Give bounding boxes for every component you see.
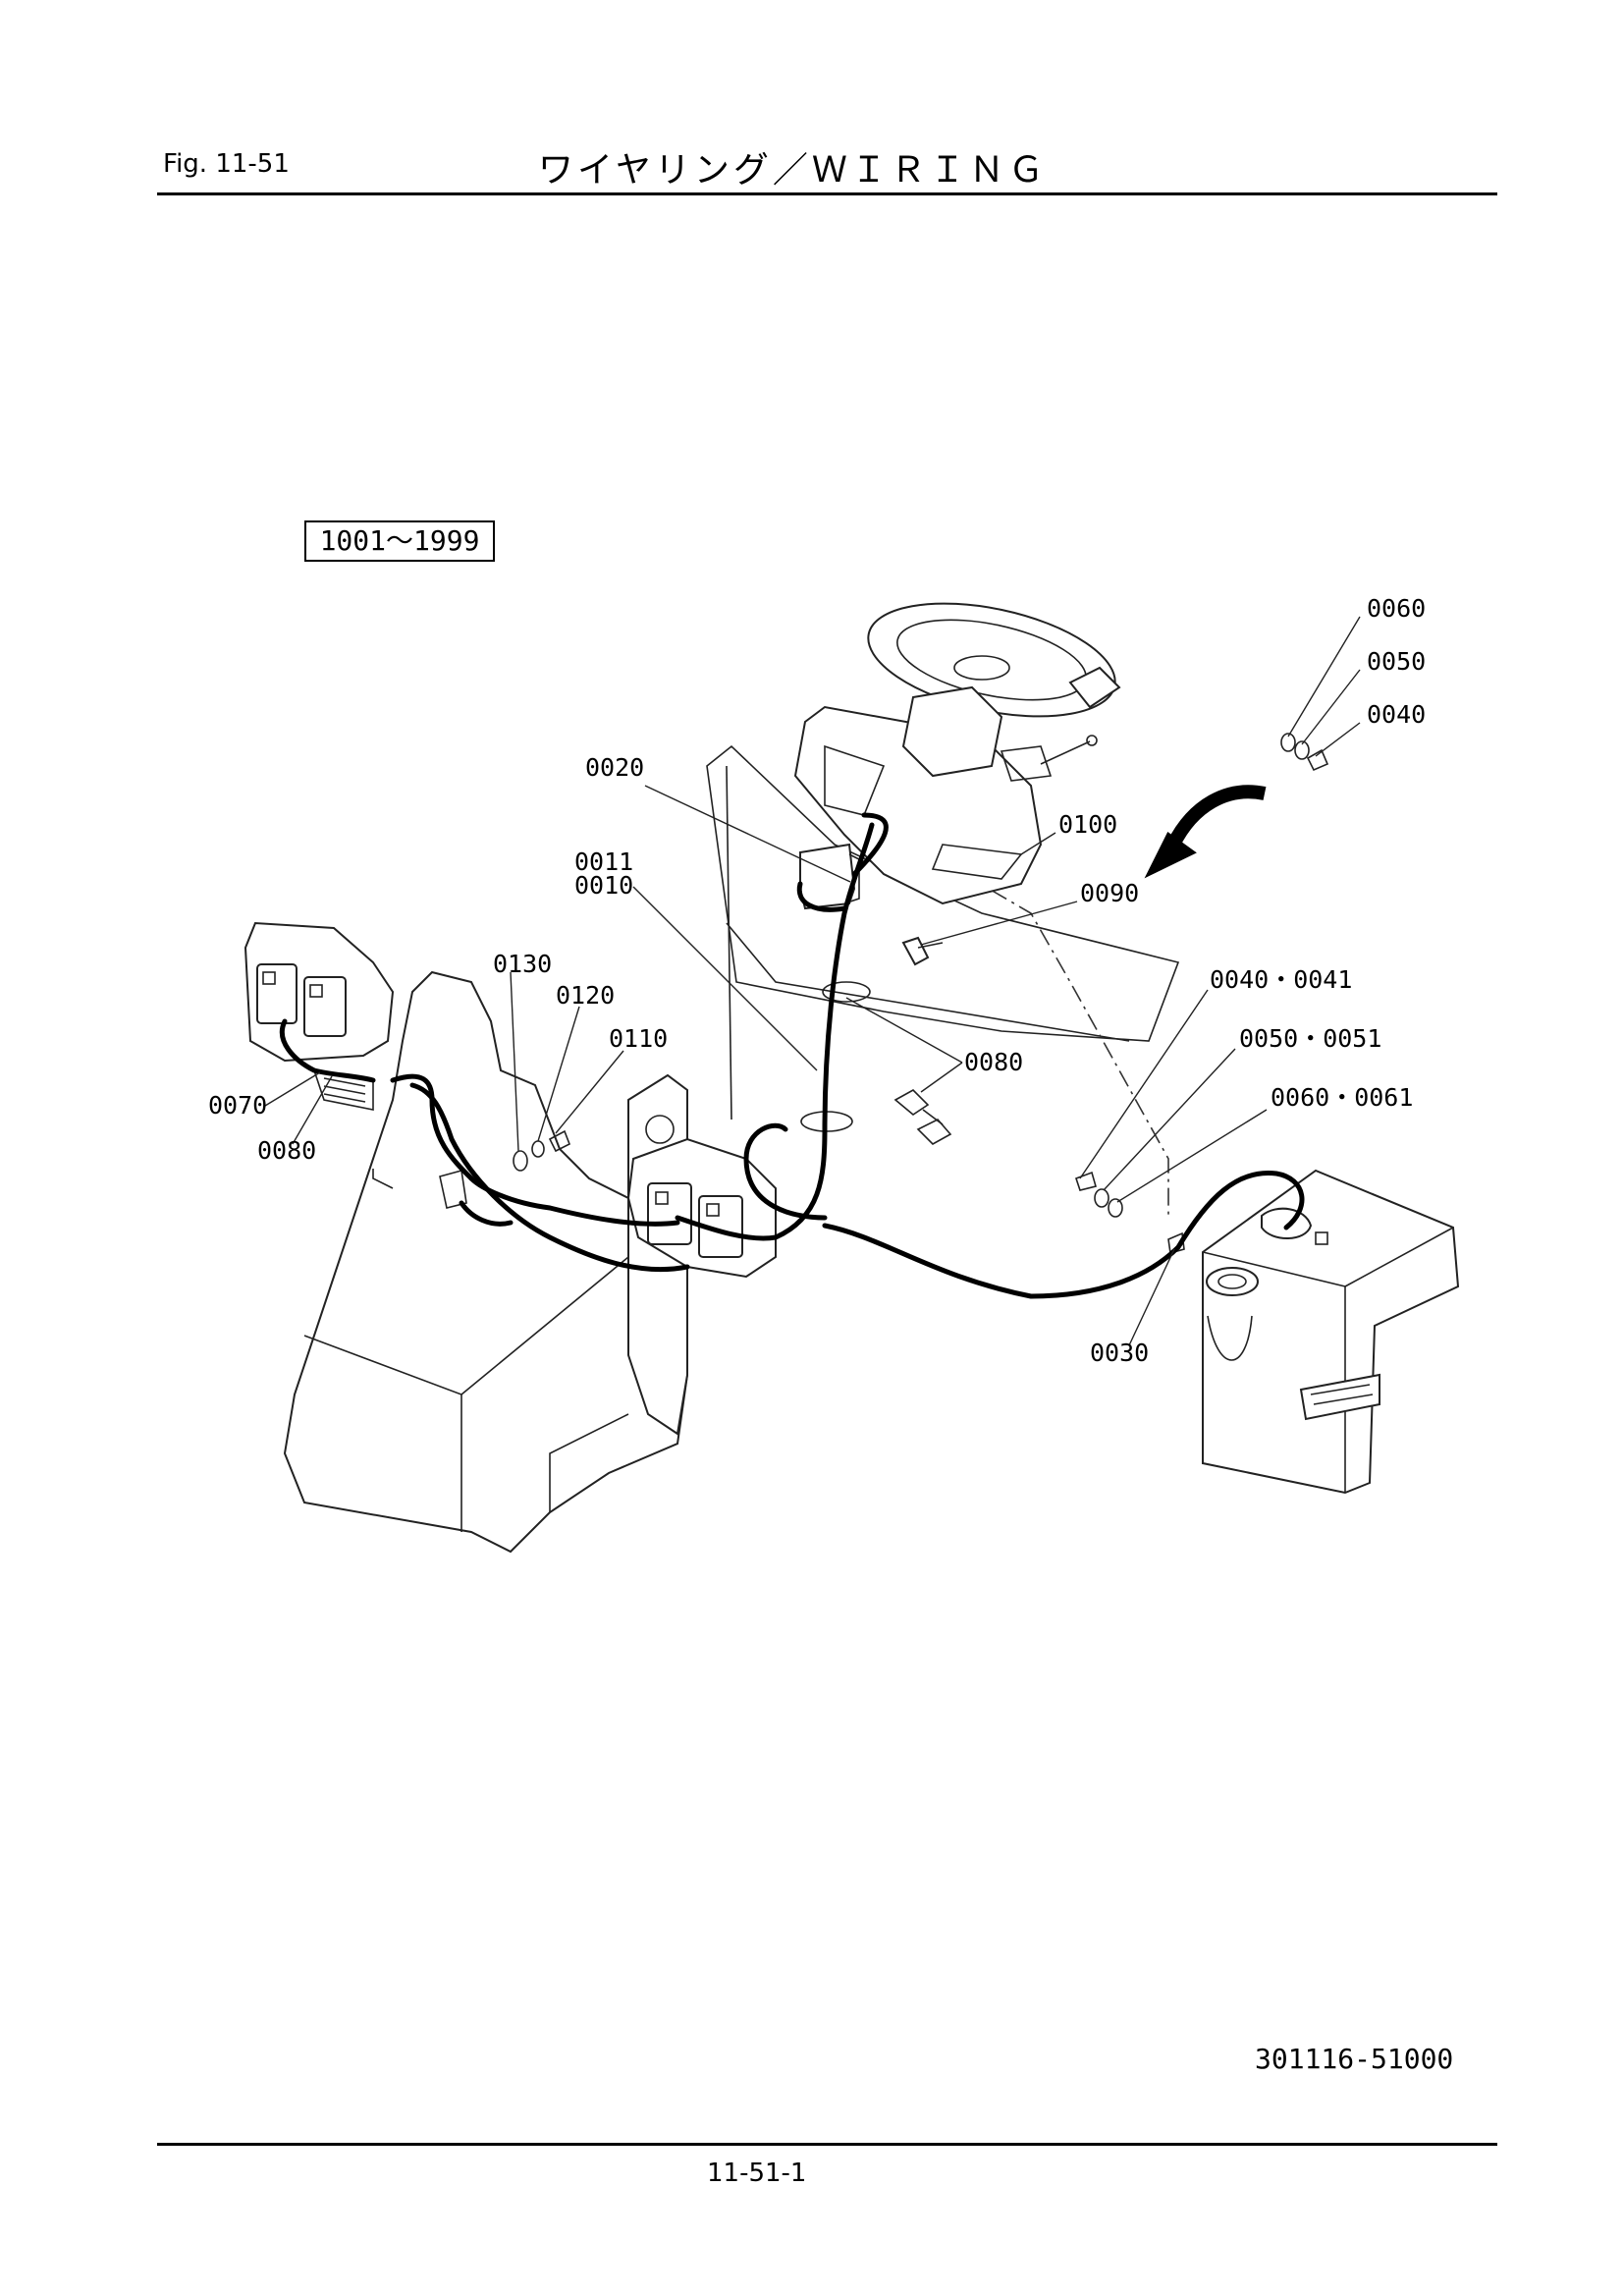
steering-wheel xyxy=(867,602,1121,718)
steering-column-box xyxy=(793,685,1098,905)
callout-0110: 0110 xyxy=(609,1024,668,1053)
lower-right-hardware xyxy=(1074,1171,1185,1255)
figure-label: Fig. 11-51 xyxy=(163,149,290,179)
page-number: 11-51-1 xyxy=(707,2159,807,2188)
connector-plugs xyxy=(893,1089,952,1145)
wiring-harness xyxy=(279,812,1305,1299)
callout-0100: 0100 xyxy=(1058,810,1117,839)
callout-0080-left: 0080 xyxy=(257,1136,316,1165)
page-title: ワイヤリング／ＷＩＲＩＮＧ xyxy=(538,150,1048,191)
callout-0070: 0070 xyxy=(208,1091,267,1120)
callout-0050: 0050 xyxy=(1367,647,1426,676)
bolt xyxy=(901,936,944,966)
center-switch-panel xyxy=(626,1137,777,1279)
callout-0120: 0120 xyxy=(556,981,615,1010)
right-fender-body xyxy=(1202,1169,1460,1495)
header-rule xyxy=(157,192,1497,195)
footer-rule xyxy=(157,2143,1497,2146)
callout-0010: 0010 xyxy=(574,871,633,900)
serial-range-box: 1001～1999 xyxy=(304,520,495,562)
callout-0040: 0040 xyxy=(1367,700,1426,729)
callout-0060: 0060 xyxy=(1367,594,1426,623)
callout-0020: 0020 xyxy=(585,753,644,782)
drawing-number: 301116-51000 xyxy=(1255,2043,1454,2075)
leader-lines xyxy=(264,616,1361,1346)
callout-0040-0041: 0040・0041 xyxy=(1210,965,1352,994)
callout-0030: 0030 xyxy=(1090,1339,1149,1367)
left-console-body xyxy=(283,970,689,1554)
callout-0050-0051: 0050・0051 xyxy=(1239,1024,1381,1053)
callout-0130: 0130 xyxy=(493,950,552,978)
view-direction-arrow-icon xyxy=(1144,785,1267,879)
callout-0060-0061: 0060・0061 xyxy=(1271,1083,1413,1112)
upper-right-hardware xyxy=(1280,733,1329,772)
callout-labels: 0060 0050 0040 0020 0100 0011 0010 0090 … xyxy=(208,594,1426,1367)
callout-0080-center: 0080 xyxy=(964,1048,1023,1076)
callout-0011: 0011 xyxy=(574,847,633,876)
callout-0090: 0090 xyxy=(1080,879,1139,907)
